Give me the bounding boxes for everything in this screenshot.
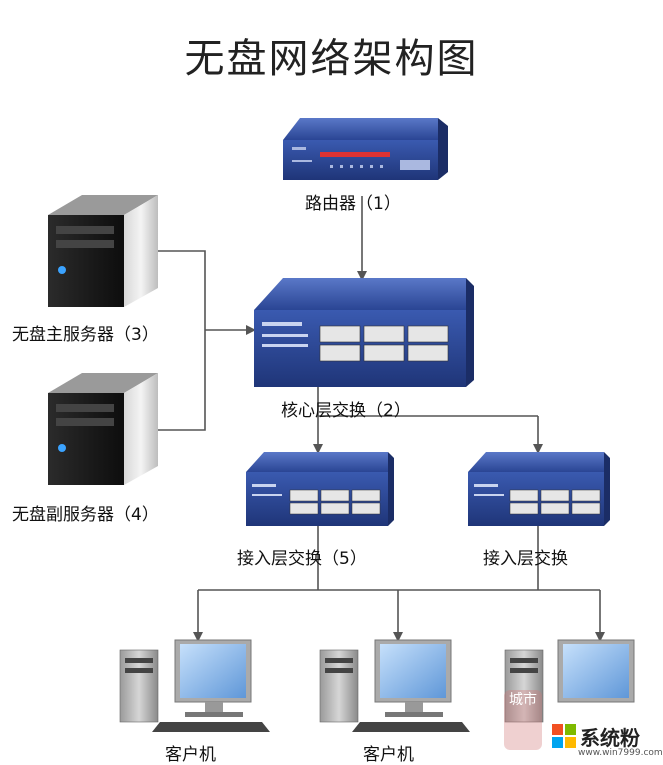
client-pc-1 [119, 639, 270, 732]
watermark-url: www.win7999.com [578, 748, 663, 758]
router-device [283, 118, 448, 180]
client-pc-2 [319, 639, 470, 732]
client-1-label: 客户机 [165, 745, 216, 765]
server-bus-line [158, 250, 206, 431]
backup-server-device [48, 373, 158, 485]
watermark-brand: 系统粉 [580, 726, 640, 750]
access-switch-left-label: 接入层交换（5） [237, 549, 367, 569]
client-pc-3 [504, 639, 635, 723]
main-server-device [48, 195, 158, 307]
main-server-label: 无盘主服务器（3） [12, 325, 159, 345]
connection-lines [158, 196, 605, 642]
client-2-label: 客户机 [363, 745, 414, 765]
core-switch-device [254, 278, 474, 387]
router-label: 路由器（1） [305, 194, 401, 214]
backup-server-label: 无盘副服务器（4） [12, 505, 159, 525]
diagram-title: 无盘网络架构图 [184, 36, 479, 82]
access-switch-left-device [246, 452, 394, 526]
core-switch-label: 核心层交换（2） [281, 401, 411, 421]
watermark-stamp: 城市 [504, 690, 542, 750]
access-switch-right-device [468, 452, 610, 526]
windows-logo-icon [548, 720, 663, 764]
access-switch-right-label: 接入层交换 [483, 549, 568, 569]
